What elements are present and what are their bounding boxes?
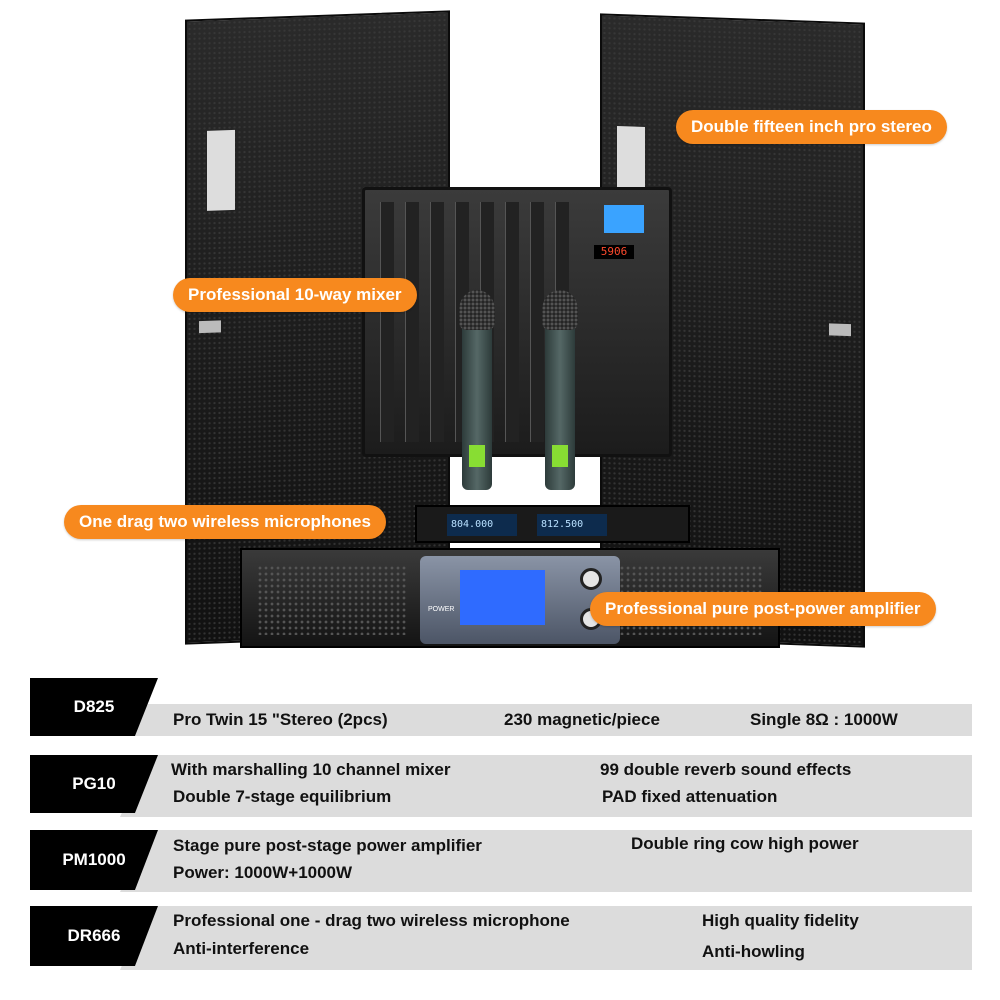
spec-bar bbox=[120, 906, 972, 970]
spec-text: With marshalling 10 channel mixer bbox=[171, 760, 451, 779]
spec-model-tag: PG10 bbox=[30, 755, 158, 813]
product-scene: 5906 804.000 812.500 POWER Double fiftee… bbox=[0, 0, 1000, 670]
spec-text: Stage pure post-stage power amplifier bbox=[173, 836, 482, 855]
spec-bar bbox=[120, 830, 972, 892]
spec-text: Double ring cow high power bbox=[631, 834, 859, 853]
callout-amplifier: Professional pure post-power amplifier bbox=[590, 592, 936, 626]
callout-speakers: Double fifteen inch pro stereo bbox=[676, 110, 947, 144]
spec-row-pm1000: PM1000 Stage pure post-stage power ampli… bbox=[30, 830, 972, 892]
speaker-label-badge bbox=[207, 129, 235, 211]
spec-model-tag: DR666 bbox=[30, 906, 158, 966]
spec-text: Power: 1000W+1000W bbox=[173, 863, 353, 882]
mixer-unit: 5906 bbox=[362, 187, 672, 457]
wireless-mic-left bbox=[459, 290, 495, 490]
spec-text: 230 magnetic/piece bbox=[504, 710, 660, 729]
spec-text: Professional one - drag two wireless mic… bbox=[173, 911, 570, 930]
spec-text: 99 double reverb sound effects bbox=[600, 760, 852, 779]
spec-text: High quality fidelity bbox=[702, 911, 859, 930]
callout-mixer: Professional 10-way mixer bbox=[173, 278, 417, 312]
spec-bar bbox=[120, 704, 972, 736]
speaker-logo bbox=[199, 320, 221, 334]
mixer-led-display: 5906 bbox=[594, 245, 634, 259]
amp-front-panel: POWER bbox=[420, 556, 620, 644]
amp-vent-left bbox=[257, 565, 407, 635]
receiver-display-left: 804.000 bbox=[447, 514, 517, 536]
mixer-screen bbox=[604, 205, 644, 233]
spec-model-tag: D825 bbox=[30, 678, 158, 736]
receiver-display-right: 812.500 bbox=[537, 514, 607, 536]
speaker-logo bbox=[829, 323, 851, 337]
spec-text: PAD fixed attenuation bbox=[602, 787, 778, 806]
wireless-mic-right bbox=[542, 290, 578, 490]
amp-power-label: POWER bbox=[428, 606, 455, 613]
amp-screen bbox=[460, 570, 545, 625]
spec-text: Single 8Ω : 1000W bbox=[750, 710, 898, 729]
spec-text: Anti-howling bbox=[702, 942, 805, 961]
callout-microphones: One drag two wireless microphones bbox=[64, 505, 386, 539]
amp-knob-ch1 bbox=[580, 568, 602, 590]
spec-text: Anti-interference bbox=[173, 939, 310, 958]
spec-model-tag: PM1000 bbox=[30, 830, 158, 890]
spec-bar bbox=[120, 755, 972, 817]
wireless-receiver: 804.000 812.500 bbox=[415, 505, 690, 543]
spec-row-d825: D825 Pro Twin 15 "Stereo (2pcs) 230 magn… bbox=[30, 678, 972, 738]
spec-text: Double 7-stage equilibrium bbox=[173, 787, 392, 806]
spec-row-pg10: PG10 With marshalling 10 channel mixer D… bbox=[30, 755, 972, 817]
spec-row-dr666: DR666 Professional one - drag two wirele… bbox=[30, 906, 972, 970]
spec-text: Pro Twin 15 "Stereo (2pcs) bbox=[173, 710, 388, 729]
